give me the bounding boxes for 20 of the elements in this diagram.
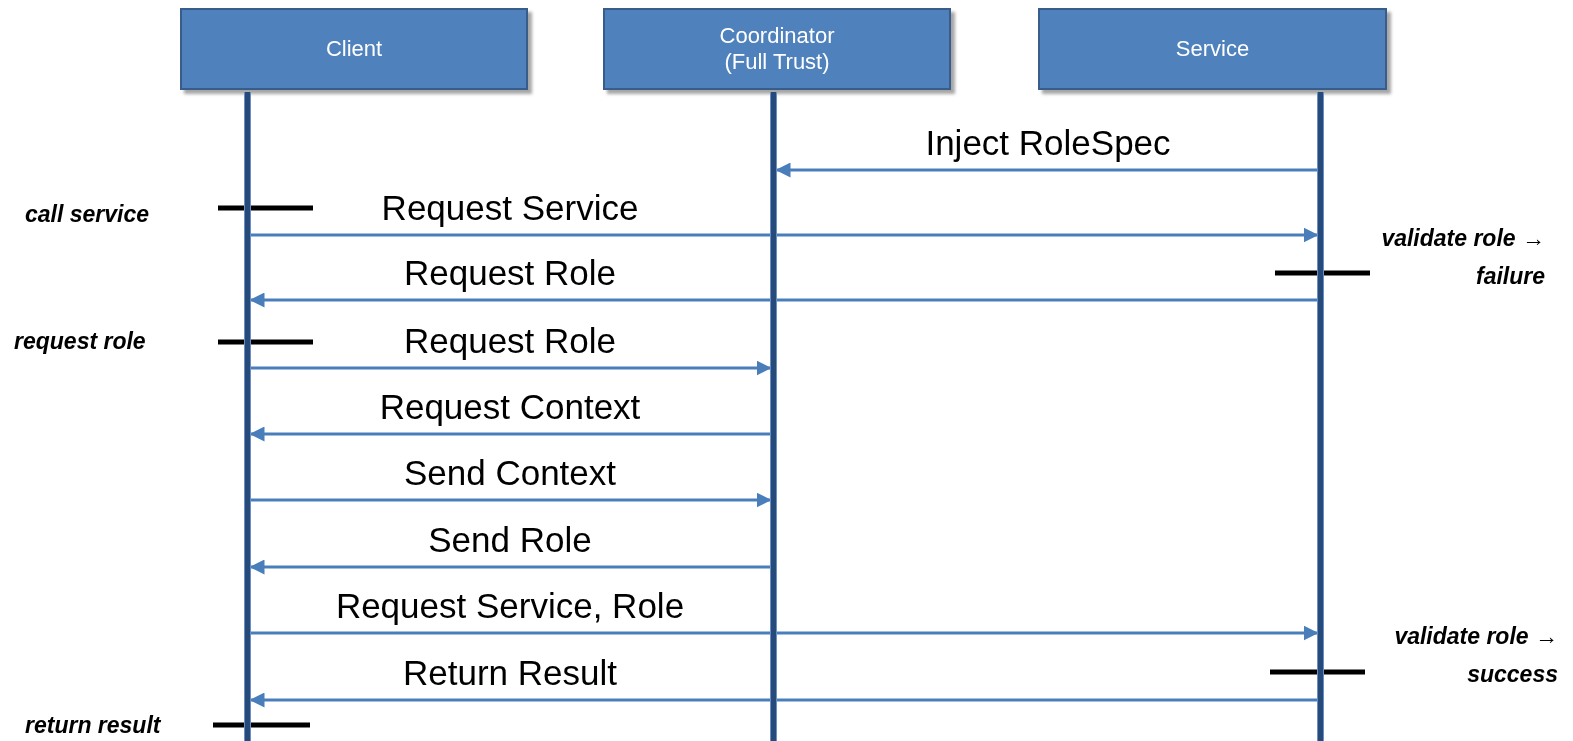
annotation-text: call service: [25, 200, 151, 229]
annotation-text: validate role → failure: [1380, 224, 1545, 291]
message-arrow: [775, 162, 1317, 178]
annotation-text: request role: [14, 327, 147, 356]
message-arrow: [251, 625, 1319, 641]
message-arrow: [251, 360, 772, 376]
message-arrow: [249, 426, 770, 442]
participant-box: Coordinator (Full Trust): [603, 8, 951, 90]
message-arrow: [249, 692, 1317, 708]
message-arrow: [249, 559, 770, 575]
lifeline: [244, 92, 251, 741]
annotation-text: return result: [25, 711, 162, 740]
lifeline: [770, 92, 777, 741]
participant-box: Service: [1038, 8, 1387, 90]
lifeline: [1317, 92, 1324, 741]
message-arrow: [251, 227, 1319, 243]
annotation-text: validate role → success: [1393, 622, 1558, 689]
message-arrow: [251, 492, 772, 508]
message-arrow: [249, 292, 1317, 308]
participant-box: Client: [180, 8, 528, 90]
